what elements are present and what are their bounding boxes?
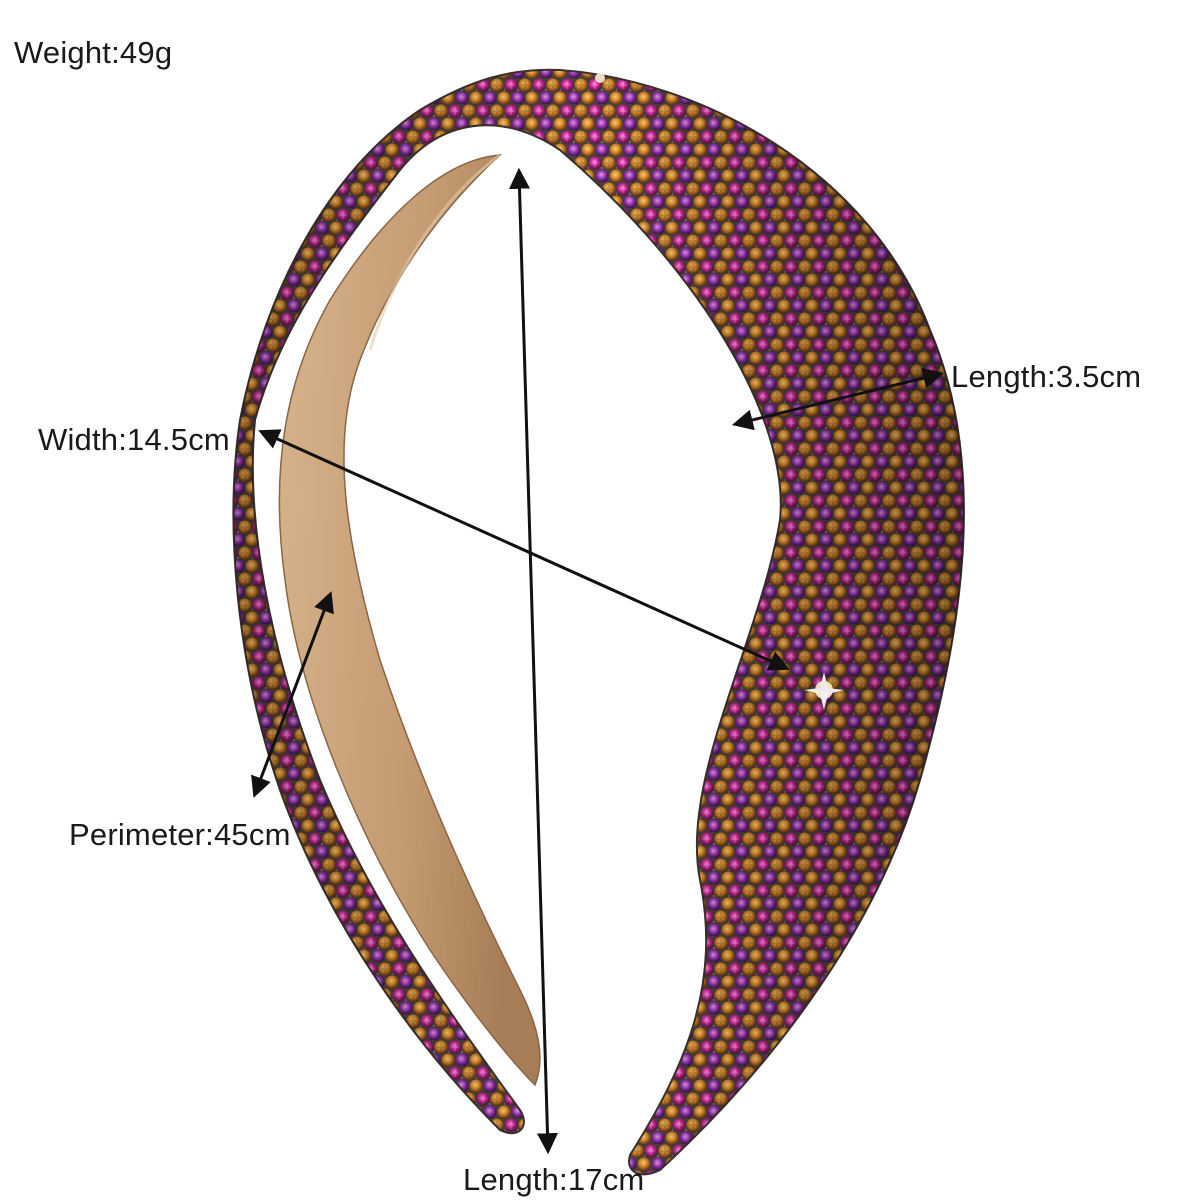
headband-lining	[278, 154, 541, 1087]
perimeter-label: Perimeter:45cm	[69, 817, 291, 852]
weight-label: Weight:49g	[14, 35, 173, 70]
measurement-arrows	[251, 167, 945, 1155]
arrow-width	[258, 429, 790, 671]
length-thickness-label: Length:3.5cm	[951, 359, 1142, 394]
arrow-perimeter	[251, 591, 334, 798]
length-height-label: Length:17cm	[463, 1162, 645, 1197]
width-label: Width:14.5cm	[38, 422, 230, 457]
arrow-length-35	[731, 367, 945, 431]
